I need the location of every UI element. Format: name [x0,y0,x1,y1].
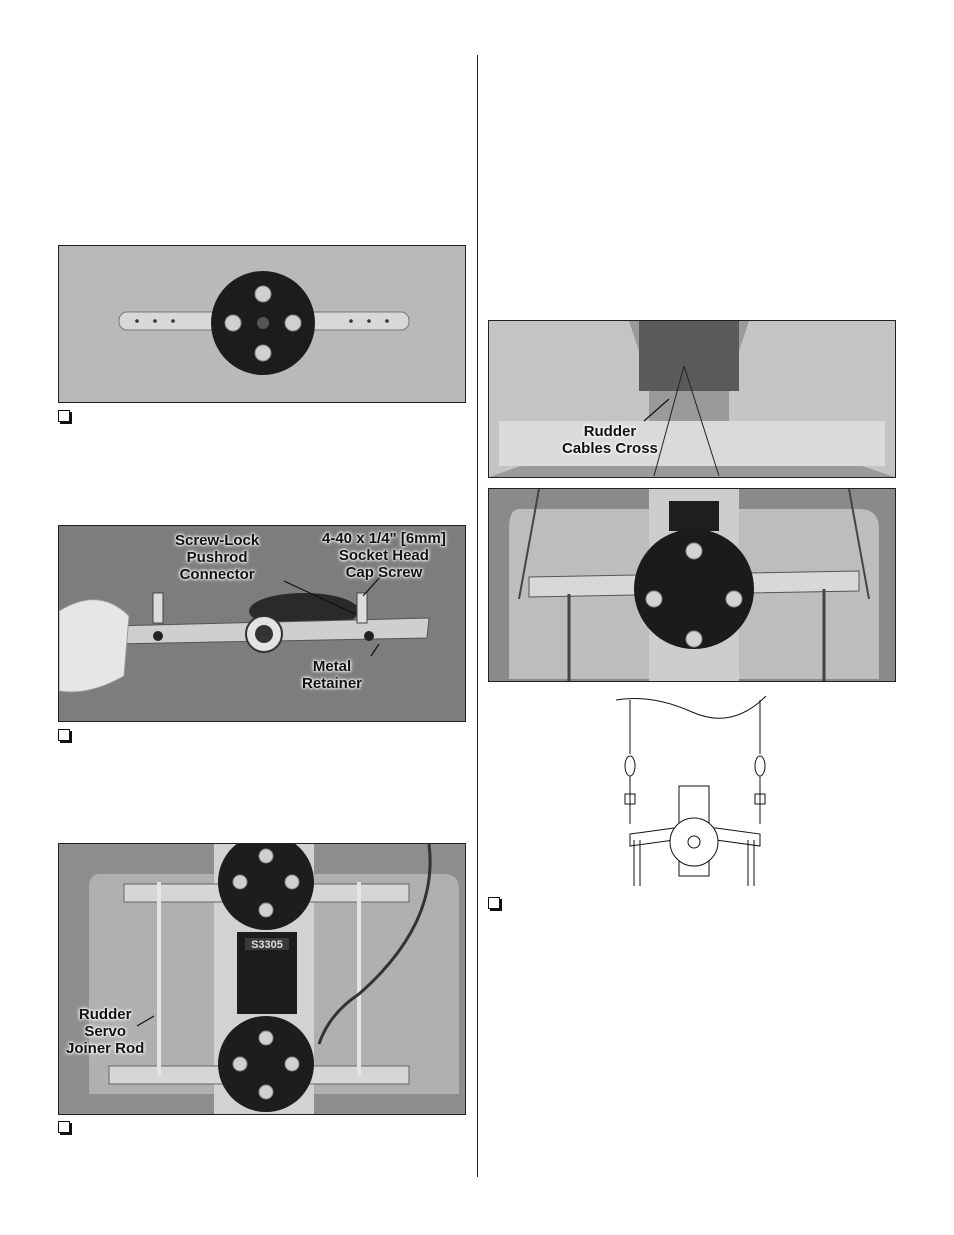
step-checkbox-1[interactable] [58,410,70,422]
label-line: Retainer [302,675,363,692]
photo-fuselage-cables [488,320,896,478]
column-divider [477,55,478,1177]
label-line: 4-40 x 1/4" [6mm] [322,530,446,547]
label-line: Joiner Rod [66,1040,145,1057]
step-checkbox-4[interactable] [488,897,500,909]
label-screw-lock: Screw-Lock Pushrod Connector [175,532,259,583]
label-line: Servo [84,1023,127,1040]
label-line: Rudder [78,1006,132,1023]
label-joiner-rod: Rudder Servo Joiner Rod [66,1006,144,1057]
label-line: Cables Cross [562,440,658,457]
label-metal-retainer: Metal Retainer [302,658,362,692]
photo-rudder-servo [488,488,896,682]
diagram-rudder-linkage [612,694,770,886]
photo-servo-joiner-rods: S3305 [58,843,466,1115]
servo-label: S3305 [251,939,283,951]
label-line: Socket Head [338,547,429,564]
label-line: Metal [312,658,352,675]
label-cables-cross: Rudder Cables Cross [562,423,658,457]
label-cap-screw: 4-40 x 1/4" [6mm] Socket Head Cap Screw [322,530,446,581]
label-line: Screw-Lock [175,532,260,549]
step-checkbox-2[interactable] [58,729,70,741]
photo-servo-horn-wheel [58,245,466,403]
label-line: Rudder [583,423,637,440]
photo-pushrod-connector [58,525,466,722]
label-line: Pushrod [186,549,248,566]
label-line: Connector [179,566,255,583]
step-checkbox-3[interactable] [58,1121,70,1133]
label-line: Cap Screw [345,564,423,581]
